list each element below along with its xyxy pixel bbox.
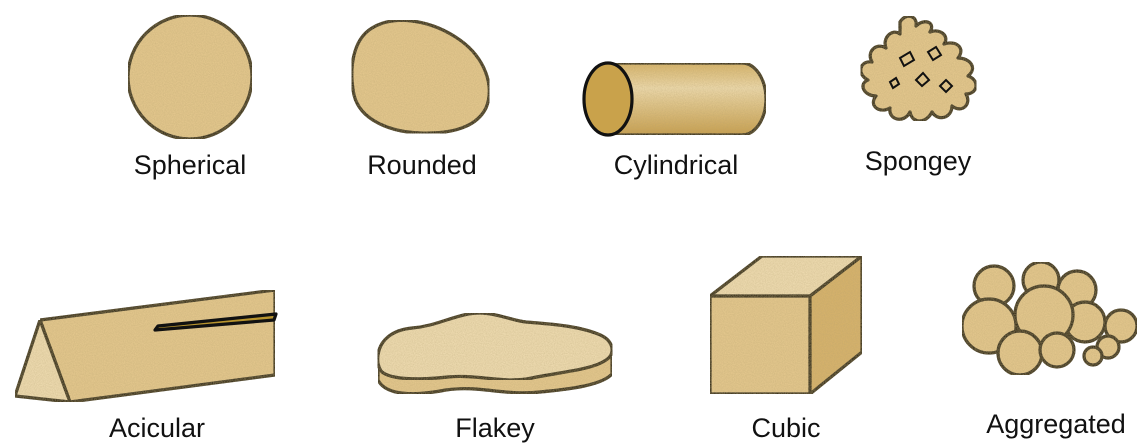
label-acicular: Acicular <box>109 413 205 443</box>
cylindrical-particle <box>584 63 766 135</box>
label-aggregated: Aggregated <box>986 409 1126 439</box>
label-rounded: Rounded <box>367 150 477 180</box>
label-spongey: Spongey <box>865 146 972 176</box>
spherical-particle <box>128 15 252 139</box>
cubic-particle <box>710 256 862 394</box>
label-flakey: Flakey <box>455 413 535 443</box>
flakey-particle <box>378 313 612 394</box>
aggregated-particle <box>962 262 1137 375</box>
label-cylindrical: Cylindrical <box>614 150 739 180</box>
label-spherical: Spherical <box>134 150 247 180</box>
acicular-particle <box>15 290 276 402</box>
label-cubic: Cubic <box>751 413 820 443</box>
spongey-particle <box>861 16 976 121</box>
rounded-particle <box>352 20 489 133</box>
